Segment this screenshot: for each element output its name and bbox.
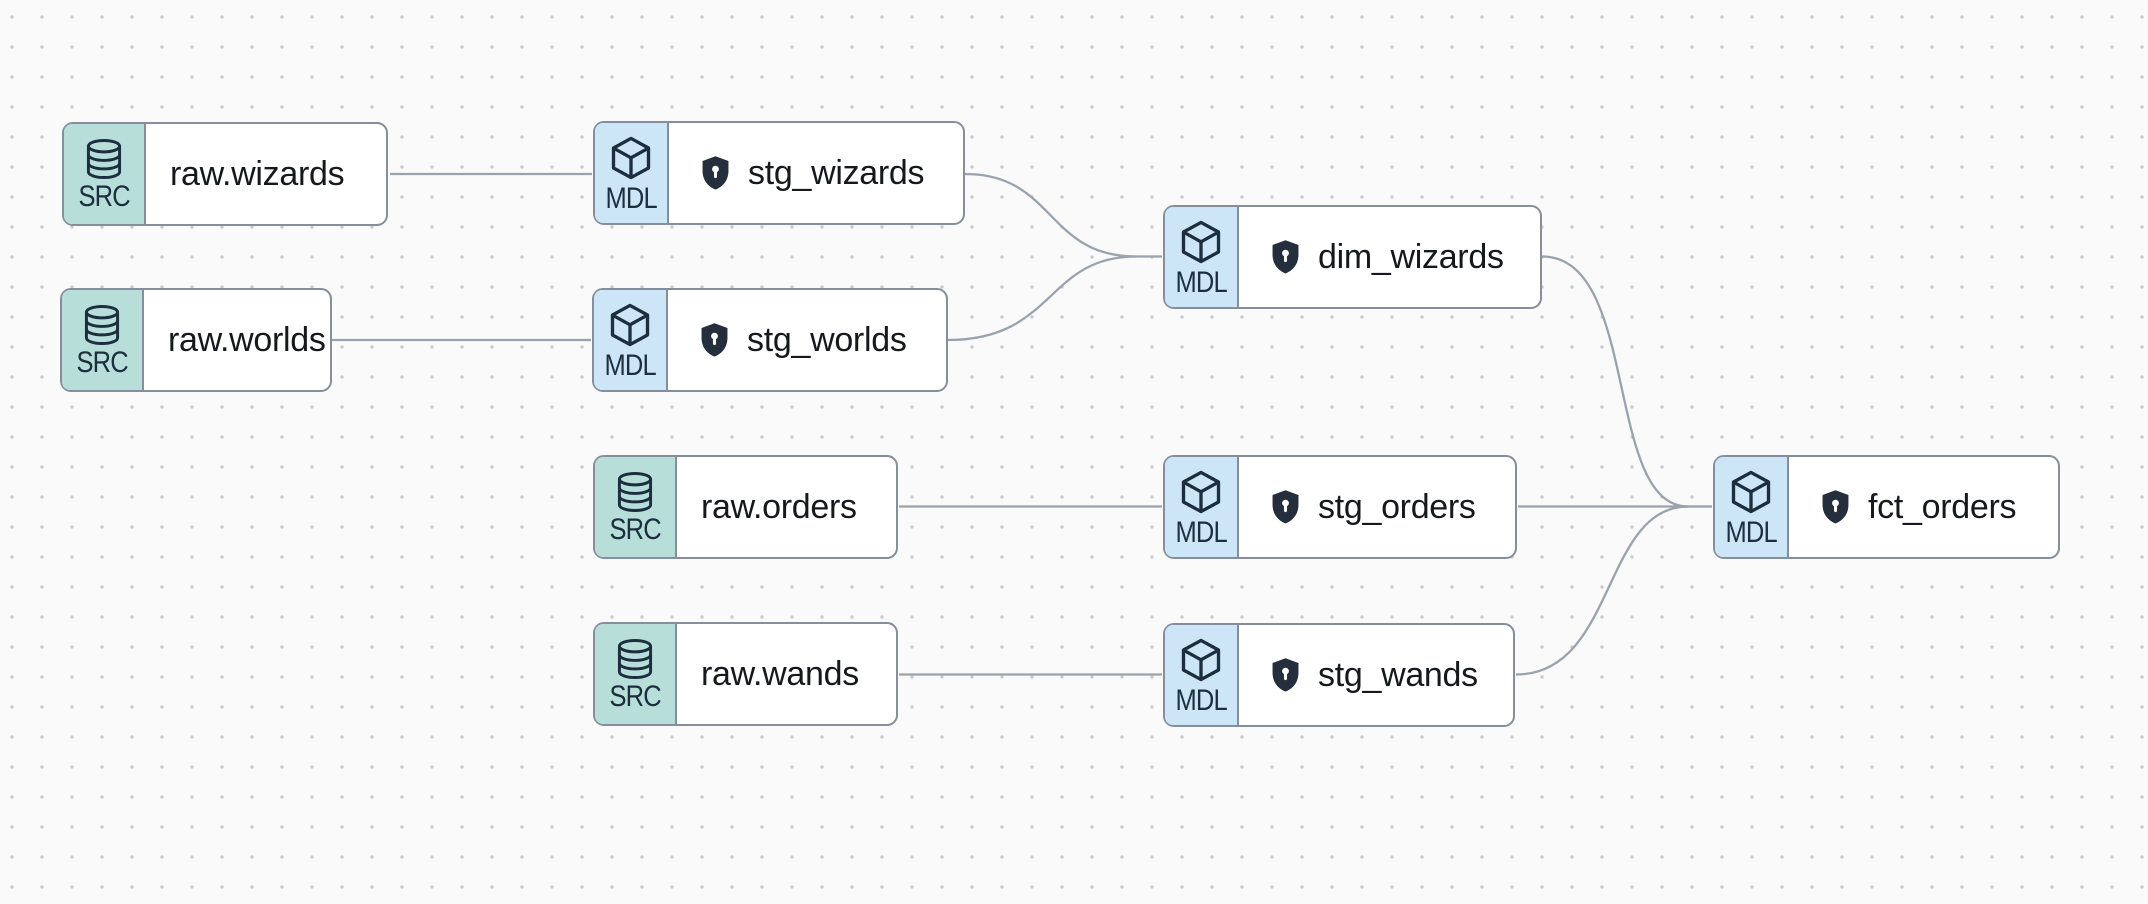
node-raw-worlds[interactable]: SRC raw.worlds [60, 288, 332, 392]
node-label: stg_worlds [747, 320, 907, 359]
node-stg-wands[interactable]: MDL stg_wands [1163, 623, 1515, 727]
node-type-badge: SRC [595, 457, 677, 557]
node-fct-orders[interactable]: MDL fct_orders [1713, 455, 2060, 559]
node-body: stg_orders [1239, 457, 1515, 557]
node-kind-label: MDL [1175, 265, 1227, 299]
node-body: raw.orders [677, 457, 896, 557]
cube-icon [1176, 217, 1226, 267]
node-stg-worlds[interactable]: MDL stg_worlds [592, 288, 948, 392]
edge-dim-wizards-fct-orders [1541, 255, 1712, 508]
database-icon [82, 137, 126, 181]
cube-icon [1726, 467, 1776, 517]
node-label: raw.orders [701, 487, 857, 526]
cube-icon [1176, 635, 1226, 685]
node-type-badge: MDL [1165, 207, 1239, 307]
node-body: raw.wizards [146, 124, 386, 224]
node-raw-wands[interactable]: SRC raw.wands [593, 622, 898, 726]
node-label: raw.wizards [170, 154, 345, 193]
shield-lock-icon [1267, 487, 1304, 527]
node-type-badge: MDL [1165, 625, 1239, 725]
node-body: stg_wands [1239, 625, 1513, 725]
database-icon [613, 637, 657, 681]
database-icon [613, 470, 657, 514]
node-label: fct_orders [1868, 487, 2017, 526]
node-label: dim_wizards [1318, 237, 1504, 276]
node-kind-label: MDL [1725, 515, 1777, 549]
shield-lock-icon [1267, 655, 1304, 695]
node-label: raw.wands [701, 654, 859, 693]
node-body: stg_worlds [668, 290, 946, 390]
node-body: dim_wizards [1239, 207, 1540, 307]
node-body: stg_wizards [669, 123, 963, 223]
node-stg-orders[interactable]: MDL stg_orders [1163, 455, 1517, 559]
database-icon [80, 303, 124, 347]
node-kind-label: SRC [609, 679, 661, 713]
node-raw-wizards[interactable]: SRC raw.wizards [62, 122, 388, 226]
node-body: raw.worlds [144, 290, 330, 390]
node-raw-orders[interactable]: SRC raw.orders [593, 455, 898, 559]
node-stg-wizards[interactable]: MDL stg_wizards [593, 121, 965, 225]
shield-lock-icon [1817, 487, 1854, 527]
node-type-badge: SRC [64, 124, 146, 224]
edge-stg-wizards-dim-wizards [964, 172, 1162, 258]
node-kind-label: MDL [1175, 683, 1227, 717]
node-kind-label: MDL [605, 181, 657, 215]
node-type-badge: MDL [595, 123, 669, 223]
node-kind-label: MDL [604, 348, 656, 382]
node-type-badge: SRC [595, 624, 677, 724]
cube-icon [606, 133, 656, 183]
node-body: raw.wands [677, 624, 896, 724]
node-kind-label: SRC [609, 512, 661, 546]
node-type-badge: MDL [1715, 457, 1789, 557]
edge-stg-worlds-dim-wizards [947, 255, 1137, 342]
node-type-badge: SRC [62, 290, 144, 390]
node-label: stg_orders [1318, 487, 1476, 526]
node-type-badge: MDL [1165, 457, 1239, 557]
cube-icon [605, 300, 655, 350]
node-dim-wizards[interactable]: MDL dim_wizards [1163, 205, 1542, 309]
node-kind-label: MDL [1175, 515, 1227, 549]
node-kind-label: SRC [78, 179, 130, 213]
node-type-badge: MDL [594, 290, 668, 390]
shield-lock-icon [697, 153, 734, 193]
shield-lock-icon [1267, 237, 1304, 277]
node-body: fct_orders [1789, 457, 2058, 557]
edge-stg-wands-fct-orders [1515, 505, 1689, 676]
node-label: raw.worlds [168, 320, 326, 359]
node-label: stg_wands [1318, 655, 1478, 694]
shield-lock-icon [696, 320, 733, 360]
cube-icon [1176, 467, 1226, 517]
node-kind-label: SRC [76, 345, 128, 379]
node-label: stg_wizards [748, 153, 925, 192]
